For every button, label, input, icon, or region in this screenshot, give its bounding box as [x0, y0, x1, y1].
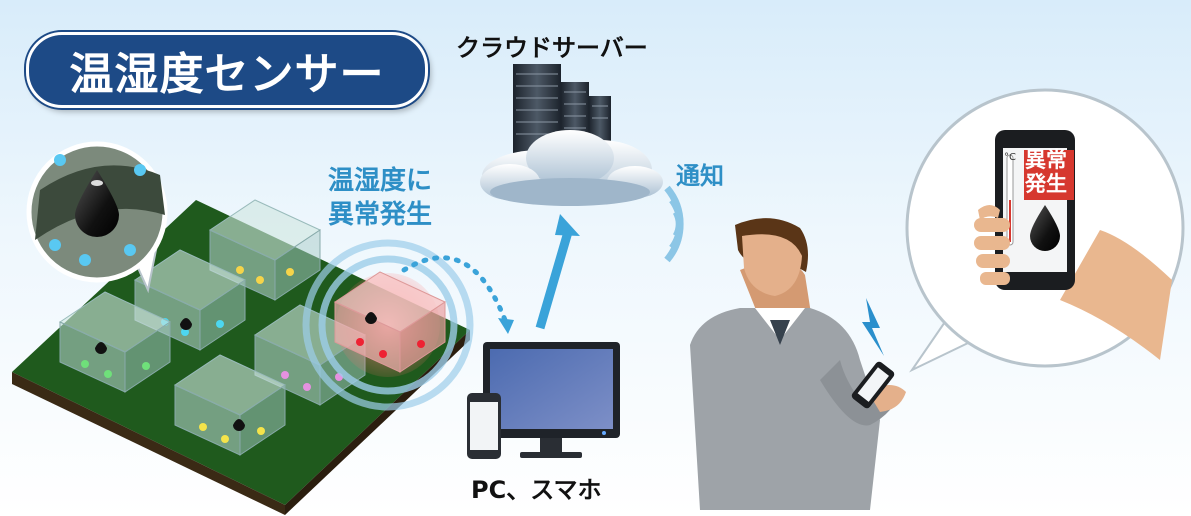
phone-alert-line2: 発生	[1025, 172, 1067, 196]
phone-alert-text: °C 異常 発生	[1004, 148, 1071, 196]
smartphone-icon	[851, 361, 895, 409]
lightning-icon	[862, 298, 884, 356]
greenhouse-icon	[58, 291, 172, 393]
data-flow-arrowhead	[498, 318, 514, 334]
cloud-server-label: クラウドサーバー	[456, 34, 648, 62]
phone-zoom-bubble	[905, 88, 1185, 373]
data-flow-dotted-arrow	[401, 255, 508, 323]
alert-label-line2: 異常発生	[328, 200, 433, 230]
greenhouse-icon	[208, 199, 322, 301]
alert-label-line1: 温湿度に	[328, 166, 433, 196]
devices-label: PC、スマホ	[471, 476, 602, 504]
greenhouse-icon	[173, 354, 287, 456]
humidity-sensor-icon	[75, 170, 119, 237]
greenhouse-field	[12, 200, 470, 515]
cloud-icon	[480, 130, 663, 206]
page-title: 温湿度センサー	[69, 49, 385, 100]
pc-monitor-icon	[483, 342, 620, 458]
title-badge: 温湿度センサー	[26, 32, 428, 108]
person-icon	[690, 218, 906, 510]
upload-arrow	[535, 214, 580, 330]
smartphone-icon	[467, 393, 501, 459]
temperature-unit: °C	[1004, 152, 1016, 163]
alert-greenhouse	[302, 239, 474, 411]
alert-label: 温湿度に 異常発生	[328, 164, 432, 232]
notification-label: 通知	[676, 162, 724, 190]
greenhouse-icon	[133, 249, 247, 351]
wireless-signal-icon	[664, 185, 684, 263]
phone-alert-line1: 異常	[1025, 148, 1067, 172]
